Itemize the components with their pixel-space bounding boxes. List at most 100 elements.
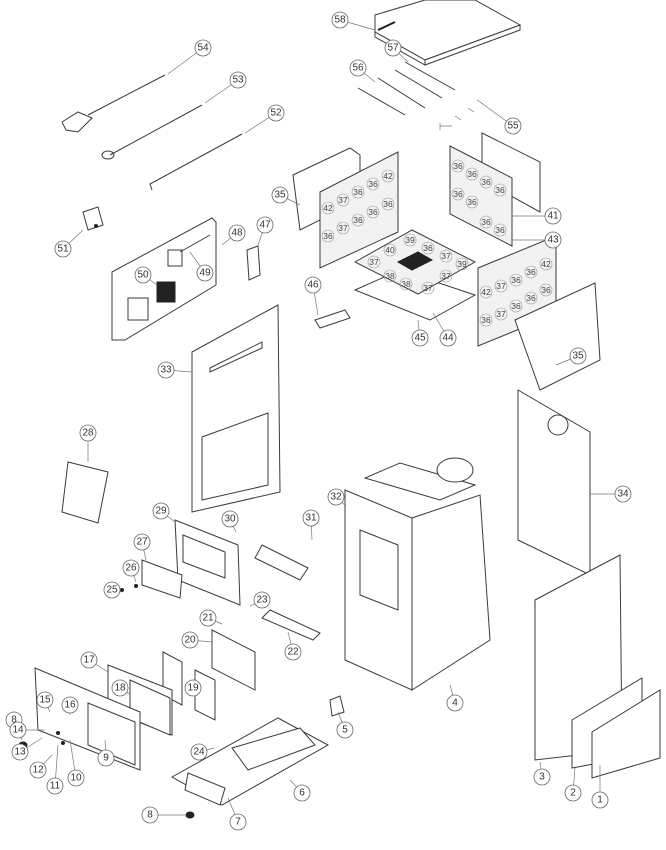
callout-label: 34 — [617, 489, 629, 500]
callout-label: 10 — [70, 773, 82, 784]
brick-number: 40 — [385, 245, 395, 255]
callout-label: 57 — [387, 43, 399, 54]
brick-number: 39 — [457, 259, 467, 269]
balloon-circle — [439, 329, 457, 347]
callout-58: 58 — [331, 11, 376, 31]
callout-label: 35 — [572, 351, 584, 362]
balloon-circle — [271, 186, 289, 204]
brick-number: 37 — [338, 195, 348, 205]
callout-35: 35 — [271, 186, 301, 206]
brick-number: 36 — [353, 215, 363, 225]
callout-5: 5 — [336, 711, 354, 739]
brick-balloon — [439, 249, 453, 263]
brick-number: 36 — [423, 243, 433, 253]
callout-41: 41 — [512, 207, 562, 225]
part-1-glass — [591, 689, 661, 779]
callout-label: 32 — [330, 492, 342, 503]
callout-17: 17 — [80, 651, 109, 673]
callout-33: 33 — [157, 361, 193, 379]
callout-label: 1 — [597, 795, 603, 806]
brick-balloon — [479, 313, 493, 327]
balloon-circle — [190, 743, 208, 761]
callout-label: 46 — [307, 280, 319, 291]
balloon-circle — [349, 59, 367, 77]
balloon-circle — [157, 361, 175, 379]
balloon-circle — [229, 71, 247, 89]
callout-label: 6 — [299, 788, 305, 799]
balloon-circle — [133, 533, 151, 551]
brick-balloon — [479, 215, 493, 229]
callout-label: 33 — [160, 365, 172, 376]
brick-balloon — [403, 233, 417, 247]
callout-label: 23 — [256, 595, 268, 606]
callout-label: 19 — [187, 683, 199, 694]
callout-25: 25 — [103, 581, 123, 599]
floor-bricks — [353, 229, 477, 295]
callout-label: 35 — [274, 190, 286, 201]
brick-balloon — [493, 223, 507, 237]
balloon-circle — [61, 696, 79, 714]
brick-number: 36 — [467, 169, 477, 179]
callout-label: 55 — [507, 121, 519, 132]
callout-label: 50 — [137, 270, 149, 281]
brick-balloon — [509, 299, 523, 313]
part-30-door-frame — [174, 519, 241, 606]
callout-label: 14 — [12, 725, 24, 736]
callout-2: 2 — [564, 767, 582, 802]
brick-number: 36 — [368, 207, 378, 217]
part-7-ash-drawer — [184, 772, 226, 806]
callout-label: 16 — [64, 700, 76, 711]
balloon-circle — [446, 694, 464, 712]
balloon-circle — [384, 39, 402, 57]
balloon-circle — [504, 117, 522, 135]
callout-54: 54 — [167, 39, 212, 75]
callout-49: 49 — [189, 251, 214, 282]
callout-10: 10 — [67, 739, 85, 787]
balloon-circle — [141, 806, 159, 824]
balloon-circle — [152, 502, 170, 520]
brick-number: 37 — [441, 251, 451, 261]
brick-number: 36 — [323, 231, 333, 241]
brick-balloon — [351, 185, 365, 199]
callout-21: 21 — [199, 609, 223, 627]
callout-label: 21 — [202, 613, 214, 624]
brick-number: 37 — [496, 309, 506, 319]
part-46-plate — [314, 309, 351, 329]
balloon-circle — [184, 679, 202, 697]
callout-1: 1 — [591, 765, 609, 809]
balloon-circle — [134, 266, 152, 284]
brick-number: 38 — [401, 279, 411, 289]
balloon-circle — [199, 609, 217, 627]
callout-22: 22 — [284, 631, 302, 661]
callout-label: 5 — [342, 725, 348, 736]
callout-label: 54 — [197, 43, 209, 54]
brick-balloon — [509, 273, 523, 287]
brick-balloon — [383, 243, 397, 257]
balloon-circle — [544, 207, 562, 225]
brick-balloon — [455, 257, 469, 271]
brick-number: 36 — [526, 293, 536, 303]
callout-label: 3 — [539, 772, 545, 783]
callout-label: 26 — [125, 563, 137, 574]
balloon-circle — [221, 510, 239, 528]
balloon-circle — [336, 721, 354, 739]
callout-label: 47 — [259, 220, 271, 231]
balloon-circle — [614, 485, 632, 503]
brick-balloon — [351, 213, 365, 227]
brick-balloon — [381, 197, 395, 211]
part-41-right-brick-wall — [449, 145, 513, 247]
brick-balloon — [465, 167, 479, 181]
callout-4: 4 — [446, 684, 464, 712]
part-33-side-panel — [191, 304, 281, 513]
balloon-circle — [229, 813, 247, 831]
callout-label: 18 — [114, 683, 126, 694]
brick-balloon — [493, 183, 507, 197]
callout-label: 51 — [57, 244, 69, 255]
part-50-relay — [127, 281, 176, 321]
brick-number: 36 — [526, 267, 536, 277]
brick-balloon — [367, 255, 381, 269]
callout-12: 12 — [29, 754, 53, 779]
balloon-circle — [284, 643, 302, 661]
balloon-circle — [304, 276, 322, 294]
balloon-circle — [46, 777, 64, 795]
